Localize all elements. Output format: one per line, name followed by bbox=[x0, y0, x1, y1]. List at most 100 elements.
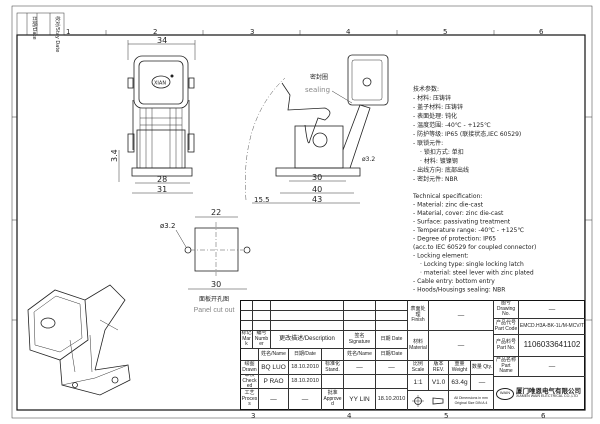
corner-label-check: 校对/Stay Date bbox=[54, 16, 61, 52]
diagonal-cell bbox=[240, 348, 258, 360]
dims-note: All Dimensions in mm Original Size DIN A… bbox=[448, 390, 493, 410]
isometric-view bbox=[27, 284, 131, 396]
dim-15-5: 15.5 bbox=[254, 196, 270, 204]
spec-en-line: - Locking element: bbox=[413, 253, 469, 260]
scale-label: 比例 Scale bbox=[407, 360, 428, 374]
panel-cutout: 22 30 ø3.2 面板开孔图 Panel cut out bbox=[160, 208, 251, 314]
spec-cn-line: - 出线方向: 底部出线 bbox=[413, 166, 469, 174]
spec-en: Technical specification: - Material: zin… bbox=[412, 193, 536, 294]
company-logo: WAIN 厦门唯恩电气有限公司 XIAMEN WAIN ELECTRICAL C… bbox=[493, 376, 585, 410]
hdr-date: 日期 Date bbox=[375, 330, 407, 348]
spec-cn-line: 技术参数: bbox=[413, 85, 439, 93]
part-no-value: 1106033641102 bbox=[518, 334, 585, 356]
rev-cell bbox=[343, 300, 375, 310]
dim-34: 34 bbox=[157, 36, 167, 45]
drawn-name: BQ LUO bbox=[258, 360, 288, 374]
dim-3-4: 3.4 bbox=[110, 149, 119, 162]
outer-border bbox=[11, 5, 593, 419]
drawing-frame bbox=[16, 34, 586, 411]
front-view: 34 XIAN 28 31 3.4 bbox=[110, 36, 196, 194]
position-symbol-icon bbox=[412, 394, 425, 407]
dim-31: 31 bbox=[157, 185, 167, 194]
col-5: 5 bbox=[443, 28, 447, 36]
spec-cn-line: · 材料: 镀镍钢 bbox=[420, 157, 458, 165]
spec-cn-line: - 温度范围: -40℃ - +125℃ bbox=[413, 121, 491, 129]
rev-cell bbox=[252, 300, 270, 310]
hdr-name-2: 姓名/Name bbox=[343, 348, 375, 360]
weight-value: 63.4g bbox=[448, 374, 470, 390]
projection-symbols bbox=[407, 390, 448, 410]
dim-22: 22 bbox=[211, 208, 221, 217]
spec-cn-line: - 表面处理: 钝化 bbox=[413, 112, 457, 120]
spec-cn-line: - 密封元件: NBR bbox=[413, 175, 458, 183]
title-block: 标记 Mark 编号 Number 更改描述/Description 签名 Si… bbox=[240, 300, 585, 410]
spec-en-line: - Temperature range: -40℃ - +125℃ bbox=[413, 227, 524, 234]
spec-en-line: Technical specification: bbox=[412, 193, 482, 200]
stand-date: — bbox=[375, 360, 407, 374]
dim-30-panel: 30 bbox=[211, 280, 221, 289]
dims-note-1: All Dimensions in mm bbox=[454, 395, 488, 400]
empty-cell bbox=[343, 374, 375, 388]
hdr-signature: 签名 Signature bbox=[343, 330, 375, 348]
spec-en-line: - Degree of protection: IP65 bbox=[413, 236, 496, 243]
side-view: 密封圈 sealing ø3.2 30 40 43 15.5 bbox=[245, 54, 389, 204]
hdr-date-2: 日期/Date bbox=[288, 348, 321, 360]
spec-cn: 技术参数: - 材料: 压铸锌 - 盖子材料: 压铸锌 - 表面处理: 钝化 -… bbox=[413, 85, 521, 183]
panel-hole-label: ø3.2 bbox=[160, 222, 175, 230]
dim-28: 28 bbox=[157, 175, 167, 184]
material-label: 材料 Material bbox=[407, 330, 428, 360]
col-6: 6 bbox=[539, 28, 544, 36]
stand-value: — bbox=[343, 360, 375, 374]
dim-40: 40 bbox=[312, 185, 322, 194]
col-2: 2 bbox=[153, 28, 157, 36]
rev-value: V1.0 bbox=[428, 374, 448, 390]
qty-value: — bbox=[470, 374, 493, 390]
drawn-label: 绘图 Drawn bbox=[240, 360, 258, 374]
part-no-label: 产品料号 Part No. bbox=[493, 334, 518, 356]
approved-name: YY LIN bbox=[343, 388, 375, 410]
col-1: 1 bbox=[66, 28, 70, 36]
rev-label: 版本 REV. bbox=[428, 360, 448, 374]
hdr-name: 姓名/Name bbox=[258, 348, 288, 360]
corner-label-date: 日期/Date bbox=[31, 16, 37, 40]
hdr-mark: 标记 Mark bbox=[240, 330, 252, 348]
bcol-4: 4 bbox=[347, 412, 352, 420]
dims-note-2: Original Size DIN A 4 bbox=[454, 400, 488, 405]
checked-name: P RAO bbox=[258, 374, 288, 388]
spec-en-line: · material: steel lever with zinc plated bbox=[420, 270, 534, 277]
company-name-cn: 厦门唯恩电气有限公司 bbox=[516, 386, 581, 395]
rev-cell bbox=[240, 300, 252, 310]
rev-cell bbox=[270, 310, 343, 320]
part-name-label: 产品名称 Part Name bbox=[493, 356, 518, 376]
spec-en-line: - Hoods/Housings sealing: NBR bbox=[413, 287, 505, 294]
spec-cn-line: - 盖子材料: 压铸锌 bbox=[413, 103, 463, 111]
bcol-6: 6 bbox=[541, 412, 546, 420]
col-3: 3 bbox=[250, 28, 254, 36]
hdr-date-3: 日期/Date bbox=[375, 348, 407, 360]
sealing-label-cn: 密封圈 bbox=[310, 73, 328, 81]
spec-en-line: - Material: zinc die-cast bbox=[413, 202, 484, 209]
sealing-label-en: sealing bbox=[305, 86, 330, 94]
bcol-3: 3 bbox=[251, 412, 255, 420]
rev-cell bbox=[270, 320, 343, 330]
diagonal-cell bbox=[321, 348, 343, 360]
spec-en-line: · Locking type: single locking latch bbox=[420, 261, 524, 268]
process-label: 工艺 Process bbox=[240, 388, 258, 410]
process-name: — bbox=[258, 388, 288, 410]
approved-label: 批准 Approved bbox=[321, 388, 343, 410]
corner-label-box: 日期/Date 校对/Stay Date bbox=[16, 12, 65, 52]
weight-label: 重量 Weight bbox=[448, 360, 470, 374]
rev-cell bbox=[252, 320, 270, 330]
hdr-number: 编号 Number bbox=[252, 330, 270, 348]
material-value: — bbox=[428, 330, 493, 360]
panel-title-en: Panel cut out bbox=[194, 307, 235, 314]
approved-date: 18.10.2010 bbox=[375, 388, 407, 410]
rev-cell bbox=[343, 320, 375, 330]
part-code-label: 产品代号 Part Code bbox=[493, 318, 518, 334]
spec-en-line: - Material, cover: zinc die-cast bbox=[413, 210, 504, 217]
dim-30: 30 bbox=[312, 173, 322, 182]
spec-cn-line: - 防护等级: IP65 (联接状态,IEC 60529) bbox=[413, 130, 521, 138]
spec-cn-line: · 锁扣方式: 单扣 bbox=[420, 148, 464, 156]
company-logo-mark: WAIN bbox=[496, 387, 514, 400]
col-4: 4 bbox=[346, 28, 351, 36]
